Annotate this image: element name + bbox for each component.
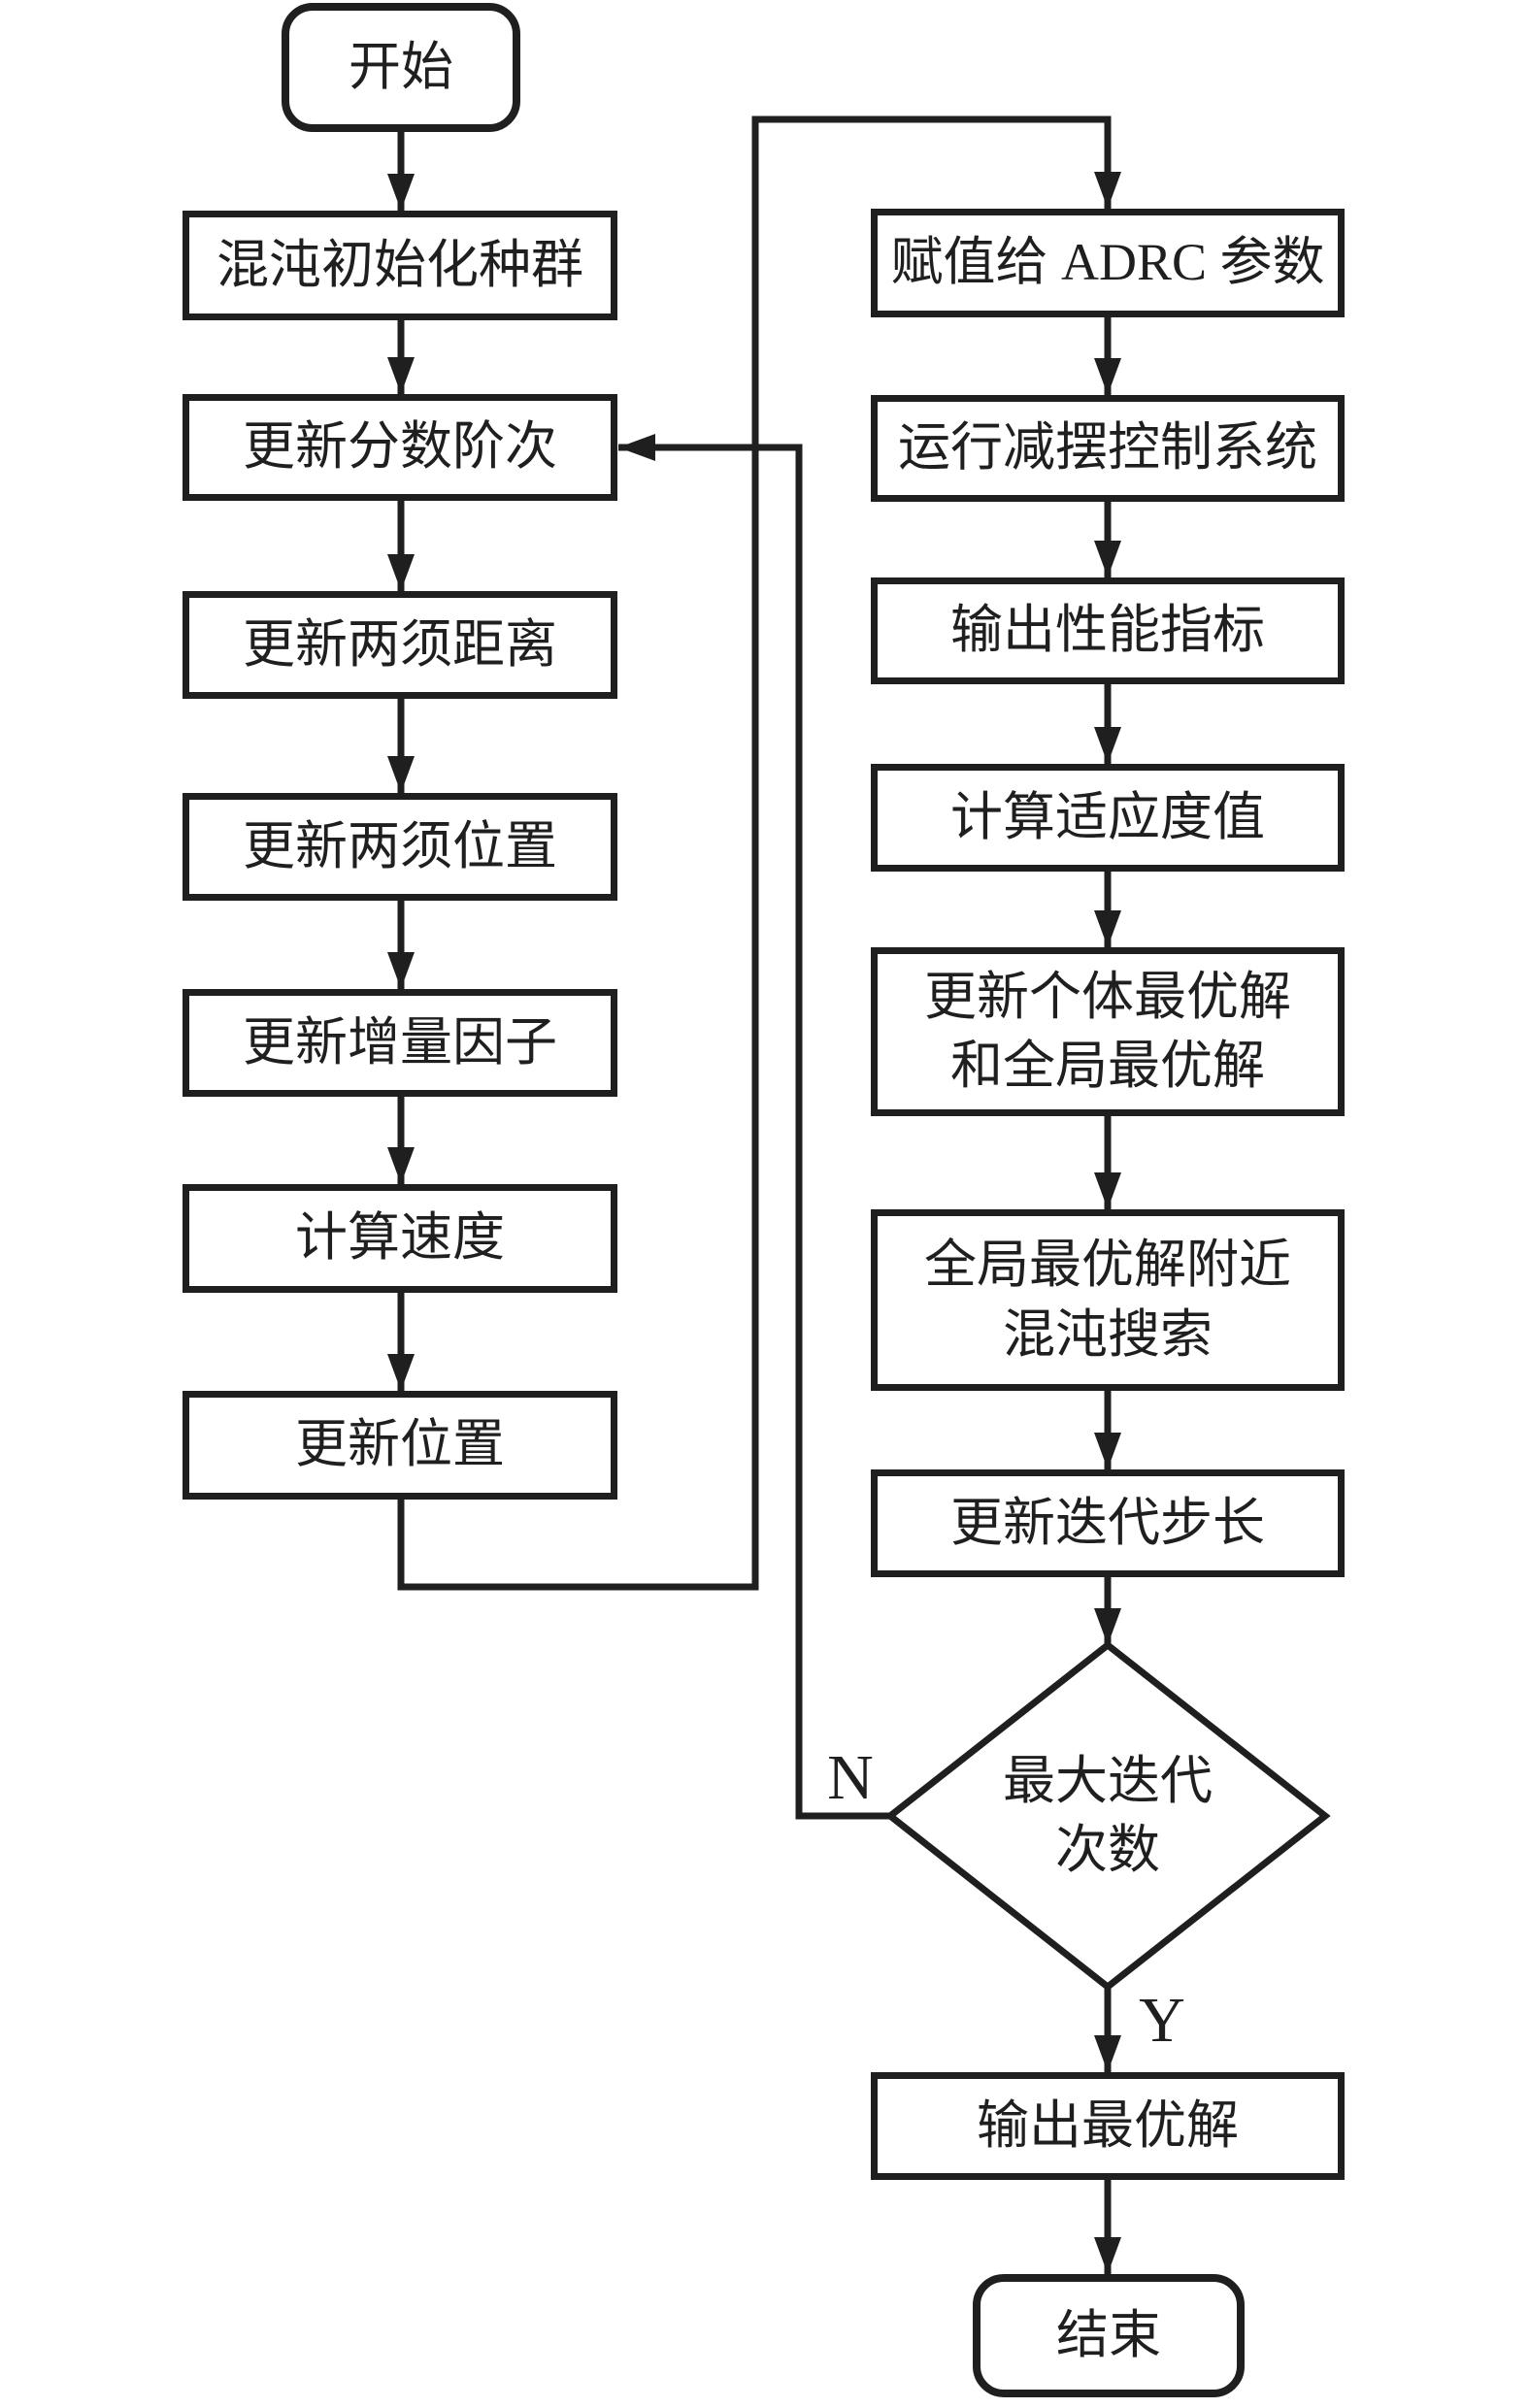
branch-label-yes: Y [1139,1985,1185,2056]
process-label: 混沌初始化种群 [216,235,583,294]
process-output-best-solution: 输出最优解 [871,2072,1345,2180]
start-label: 开始 [349,37,453,96]
process-label: 赋值给 ADRC 参数 [890,233,1325,292]
process-run-antisway-control: 运行减摆控制系统 [871,395,1345,502]
process-update-whisker-distance: 更新两须距离 [183,591,617,699]
process-label: 计算速度 [295,1208,505,1268]
process-label: 更新迭代步长 [950,1493,1265,1552]
branch-label-no: N [827,1742,874,1813]
process-label: 更新两须位置 [243,816,557,875]
process-label: 输出性能指标 [950,601,1265,660]
process-label: 更新分数阶次 [243,417,557,477]
decision-diamond [884,1640,1331,1992]
process-label: 更新位置 [295,1415,505,1474]
process-compute-fitness: 计算适应度值 [871,764,1345,872]
decision-max-iterations-label: 最大迭代 次数 [890,1645,1325,1987]
process-label-line2: 和全局最优解 [950,1037,1265,1095]
start-node: 开始 [282,3,520,132]
process-label: 更新两须距离 [243,614,557,674]
process-label-line2: 混沌搜索 [1003,1304,1213,1364]
process-chaos-init-population: 混沌初始化种群 [183,211,617,320]
process-update-whisker-position: 更新两须位置 [183,793,617,901]
process-update-fractional-order: 更新分数阶次 [183,394,617,501]
decision-line2: 次数 [1055,1821,1160,1879]
process-compute-velocity: 计算速度 [183,1184,617,1293]
flow-arrows [387,115,1331,2274]
process-update-best-solutions: 更新个体最优解 和全局最优解 [871,947,1345,1116]
process-label: 输出最优解 [977,2095,1239,2155]
process-label-line1: 全局最优解附近 [924,1236,1291,1295]
end-label: 结束 [1056,2305,1161,2364]
process-output-performance-index: 输出性能指标 [871,577,1345,684]
process-assign-adrc-params: 赋值给 ADRC 参数 [871,209,1345,317]
decision-line1: 最大迭代 [1003,1751,1213,1810]
process-label-line1: 更新个体最优解 [924,967,1291,1026]
process-update-increment-factor: 更新增量因子 [183,989,617,1097]
process-chaotic-search-near-gbest: 全局最优解附近 混沌搜索 [871,1209,1345,1391]
end-node: 结束 [973,2274,1245,2397]
process-label: 更新增量因子 [243,1012,557,1072]
process-label: 计算适应度值 [950,787,1265,846]
process-label: 运行减摆控制系统 [898,418,1317,478]
process-update-position: 更新位置 [183,1391,617,1500]
process-update-iteration-step: 更新迭代步长 [871,1469,1345,1577]
